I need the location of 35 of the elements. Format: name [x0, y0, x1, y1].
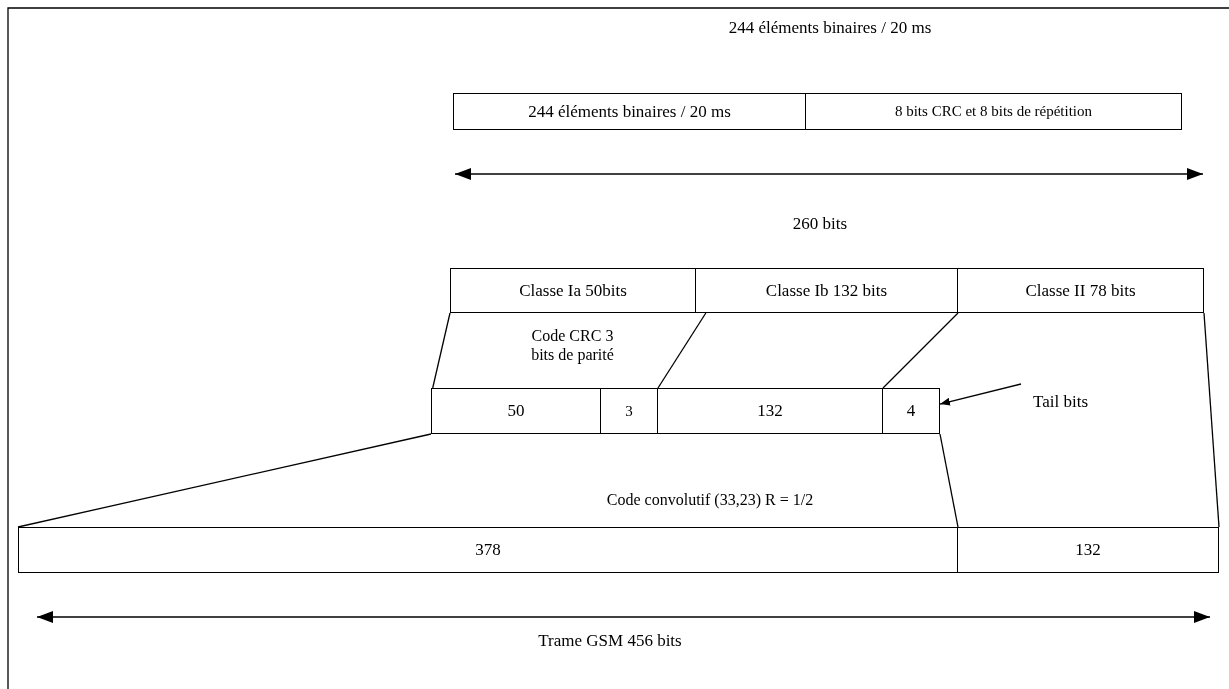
mapping-line [939, 433, 959, 528]
mapping-line [657, 312, 707, 389]
field-label: 3 [625, 402, 633, 420]
field-label: Classe Ia 50bits [519, 280, 627, 301]
field-label: 132 [757, 401, 783, 421]
field-label: Classe II 78 bits [1025, 280, 1136, 301]
field-label: 132 [1075, 540, 1101, 560]
field-label: Classe Ib 132 bits [765, 280, 888, 301]
bit-field-box [600, 388, 658, 434]
data-rate-text: 244 éléments binaires / 20 ms [727, 18, 933, 39]
bit-field-box [957, 268, 1204, 313]
bit-field-box [453, 93, 806, 130]
field-label: 4 [906, 401, 916, 421]
mapping-line [1203, 312, 1220, 528]
dimension-label: Trame GSM 456 bits [537, 631, 683, 652]
annotation-text: Code convolutif (33,23) R = 1/2 [605, 490, 815, 510]
mapping-line [17, 433, 432, 528]
mapping-line [432, 312, 451, 389]
bit-field-box [805, 93, 1182, 130]
mapping-line [882, 312, 959, 389]
field-label: 8 bits CRC et 8 bits de répétition [894, 103, 1093, 120]
annotation-text: Code CRC 3 bits de parité [530, 326, 615, 365]
annotation-text: Tail bits [1033, 392, 1088, 412]
bit-field-box [450, 268, 696, 313]
bit-field-box [957, 527, 1219, 573]
field-label: 378 [475, 540, 501, 560]
bit-field-box [657, 388, 883, 434]
bit-field-box [18, 527, 958, 573]
pointer-arrow [939, 383, 1022, 406]
field-label: 50 [507, 401, 525, 421]
bit-field-box [695, 268, 958, 313]
bit-field-box [431, 388, 601, 434]
field-label: 244 éléments binaires / 20 ms [528, 101, 731, 122]
dimension-label: 260 bits [791, 214, 849, 235]
bit-field-box [882, 388, 940, 434]
